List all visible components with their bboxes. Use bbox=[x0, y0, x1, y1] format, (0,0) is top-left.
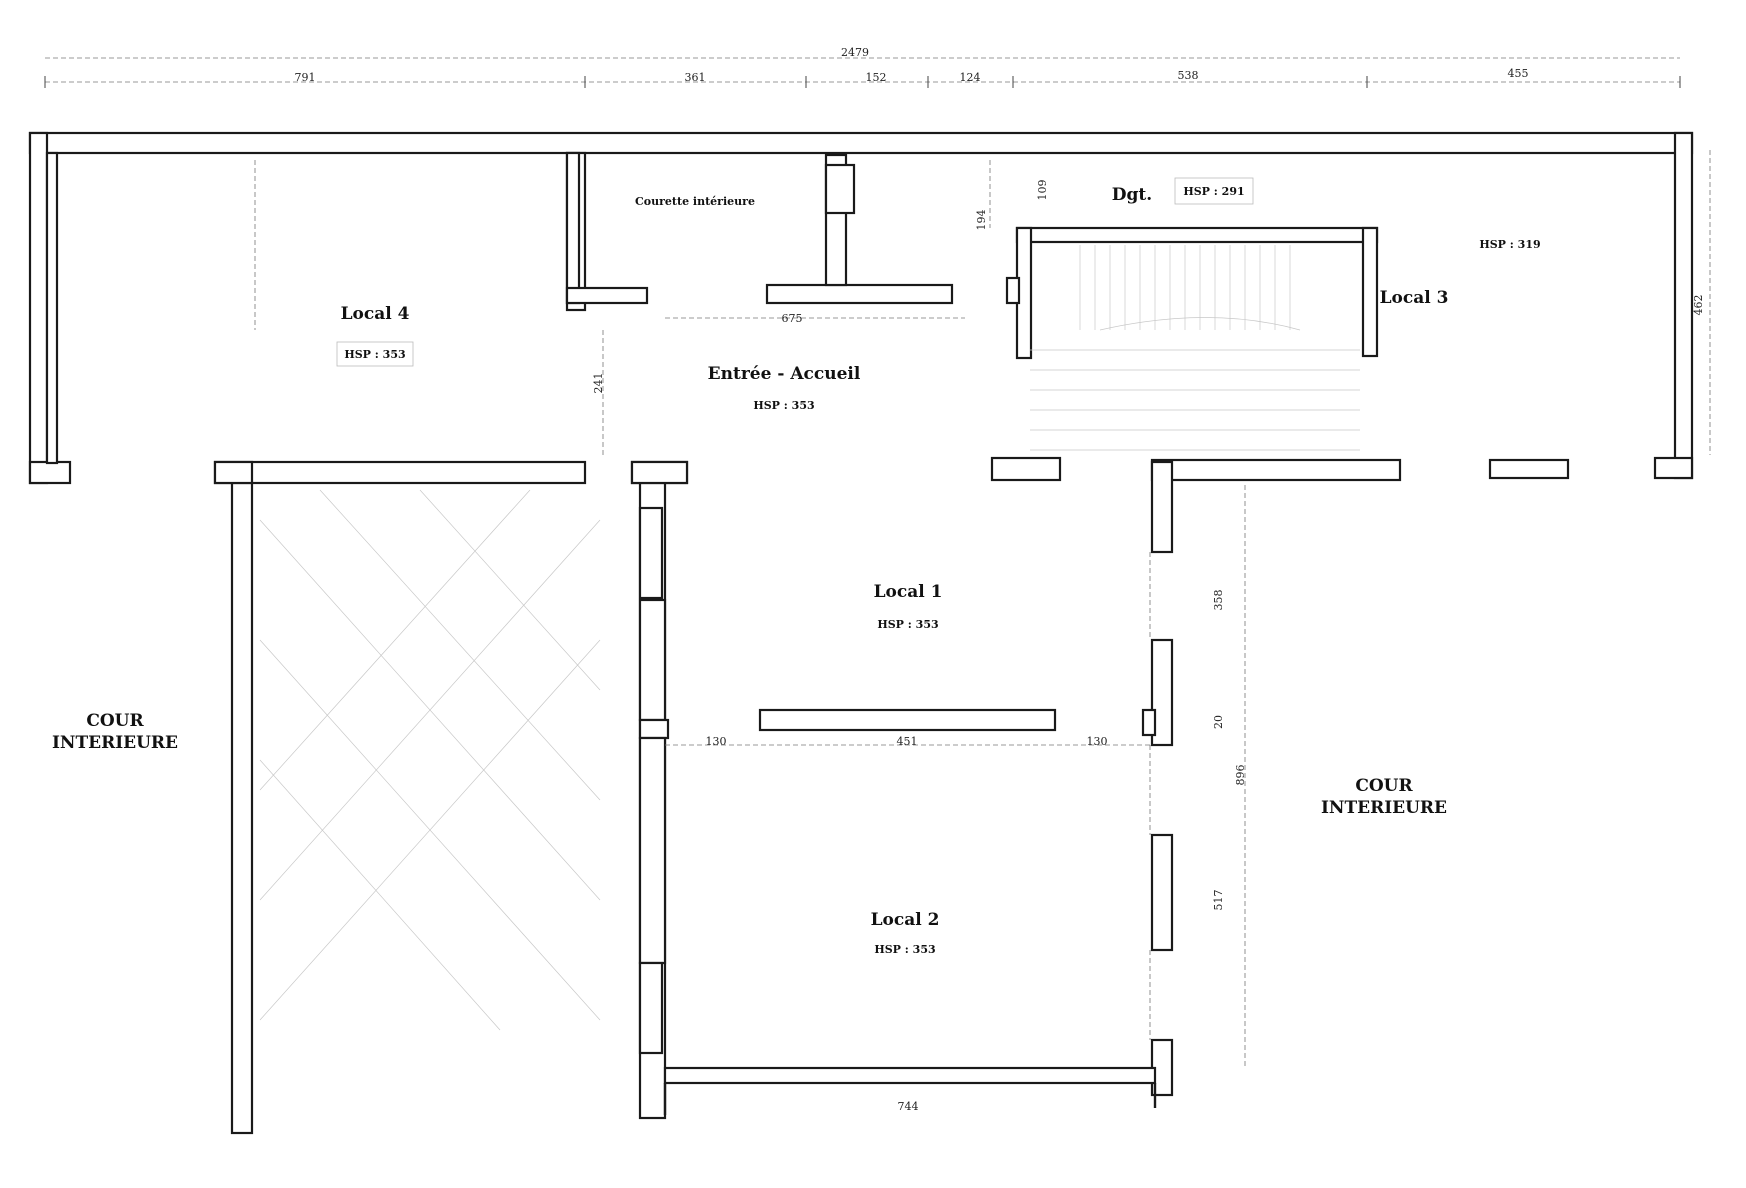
room-local1-name: Local 1 bbox=[874, 582, 943, 602]
room-local2-hsp: HSP : 353 bbox=[874, 943, 935, 956]
dim-791: 791 bbox=[295, 71, 316, 84]
dimension-guides bbox=[602, 150, 1711, 746]
dim-462: 462 bbox=[1692, 295, 1705, 316]
courtyard-right-line2: INTERIEURE bbox=[1321, 798, 1447, 818]
courtyard-labels: COUR INTERIEURE COUR INTERIEURE bbox=[52, 711, 1447, 818]
dim-675: 675 bbox=[782, 312, 803, 325]
right-openings bbox=[1149, 485, 1246, 1068]
dim-124: 124 bbox=[960, 71, 981, 84]
dim-total-width: 2479 bbox=[841, 46, 869, 59]
room-entree-name: Entrée - Accueil bbox=[708, 364, 861, 384]
dim-20: 20 bbox=[1212, 715, 1225, 729]
local12-walls bbox=[630, 460, 1174, 1120]
dim-517: 517 bbox=[1212, 890, 1225, 911]
dim-right-130: 130 bbox=[1087, 735, 1108, 748]
stair-steps bbox=[1030, 245, 1360, 451]
room-local4-hsp: HSP : 353 bbox=[344, 348, 405, 361]
room-dgt-hsp: HSP : 291 bbox=[1183, 185, 1244, 198]
room-local4-name: Local 4 bbox=[341, 304, 410, 324]
outer-walls bbox=[28, 131, 1694, 485]
dim-241: 241 bbox=[592, 373, 605, 394]
dim-744: 744 bbox=[898, 1100, 919, 1113]
room-local2-name: Local 2 bbox=[871, 910, 940, 930]
dim-361: 361 bbox=[685, 71, 706, 84]
courtyard-hatching bbox=[259, 489, 601, 1031]
top-dimension-lines bbox=[44, 57, 1681, 88]
room-local1-hsp: HSP : 353 bbox=[877, 618, 938, 631]
local4-walls bbox=[45, 151, 587, 465]
left-courtyard-wall bbox=[213, 460, 254, 1135]
room-entree-hsp: HSP : 353 bbox=[753, 399, 814, 412]
dim-896: 896 bbox=[1234, 765, 1247, 786]
dim-152: 152 bbox=[866, 71, 887, 84]
room-local3-hsp: HSP : 319 bbox=[1479, 238, 1540, 251]
room-labels: Local 4 HSP : 353 Entrée - Accueil HSP :… bbox=[336, 177, 1541, 956]
courtyard-right-line1: COUR bbox=[1355, 776, 1413, 796]
dim-538: 538 bbox=[1178, 69, 1199, 82]
dim-451: 451 bbox=[897, 735, 918, 748]
room-courette-name: Courette intérieure bbox=[635, 195, 755, 208]
dim-left-130: 130 bbox=[706, 735, 727, 748]
courtyard-left-line2: INTERIEURE bbox=[52, 733, 178, 753]
dimension-labels: 2479 791 361 152 124 538 455 462 109 194… bbox=[295, 46, 1706, 1113]
dim-455: 455 bbox=[1508, 67, 1529, 80]
room-local3-name: Local 3 bbox=[1380, 288, 1449, 308]
courtyard-left-line1: COUR bbox=[86, 711, 144, 731]
dim-358: 358 bbox=[1212, 590, 1225, 611]
room-dgt-name: Dgt. bbox=[1112, 185, 1152, 205]
staircase bbox=[1005, 226, 1379, 451]
dim-109: 109 bbox=[1036, 180, 1049, 201]
courette-walls bbox=[565, 151, 954, 305]
dim-194: 194 bbox=[975, 210, 988, 231]
